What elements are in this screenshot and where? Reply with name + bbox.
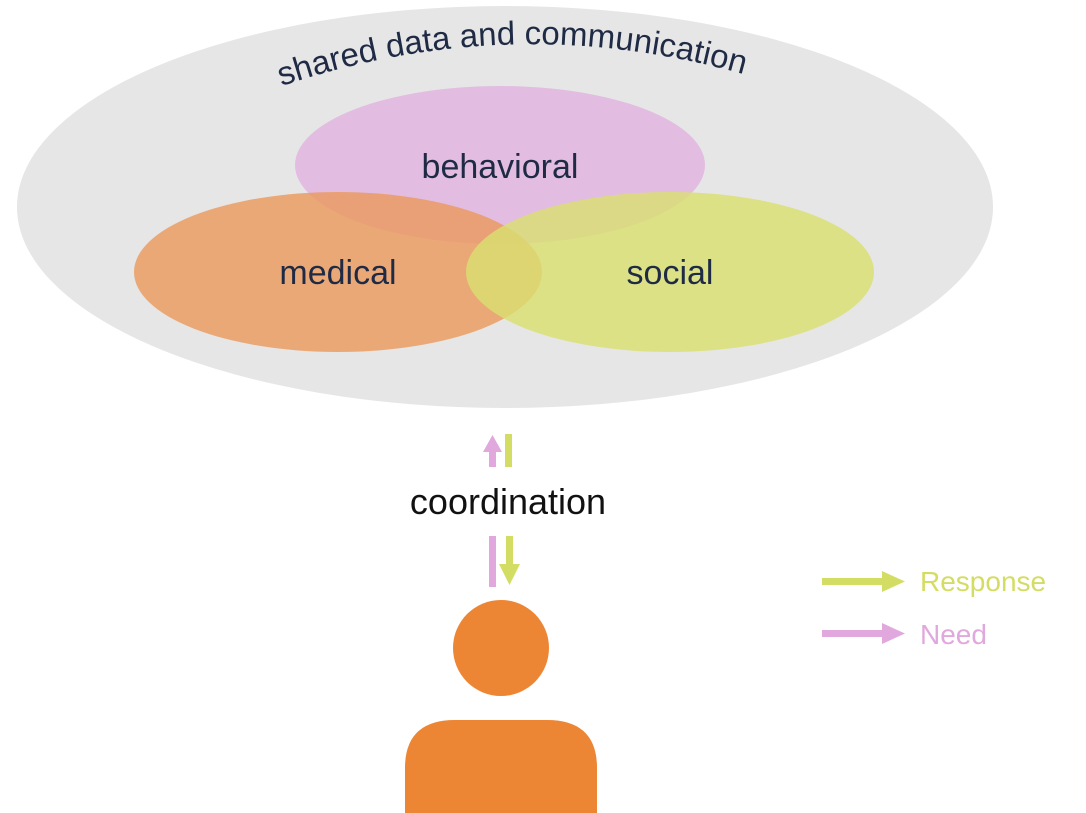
legend-response-arrow-shaft [822, 578, 886, 585]
response-down-arrow-shaft [506, 536, 513, 566]
legend: Response Need [822, 566, 1046, 650]
need-up-arrow-head [483, 435, 502, 452]
social-ellipse [466, 192, 874, 352]
need-up-arrow-shaft [489, 451, 496, 467]
person-icon [405, 600, 597, 813]
legend-need-label: Need [920, 619, 987, 650]
need-bar-lower [489, 536, 496, 587]
legend-response-arrow-head [882, 571, 905, 592]
behavioral-label: behavioral [422, 148, 579, 186]
legend-need-arrow-head [882, 623, 905, 644]
legend-response-label: Response [920, 566, 1046, 597]
person-body [405, 720, 597, 813]
medical-ellipse [134, 192, 542, 352]
person-head [453, 600, 549, 696]
legend-need-arrow-shaft [822, 630, 886, 637]
lower-arrows [489, 536, 520, 587]
response-bar-upper [505, 434, 512, 467]
coordination-label: coordination [410, 481, 606, 522]
medical-label: medical [279, 254, 396, 292]
response-down-arrow-head [499, 564, 520, 585]
legend-response: Response [822, 566, 1046, 597]
upper-arrows [483, 434, 512, 467]
legend-need: Need [822, 619, 987, 650]
social-label: social [627, 254, 714, 292]
